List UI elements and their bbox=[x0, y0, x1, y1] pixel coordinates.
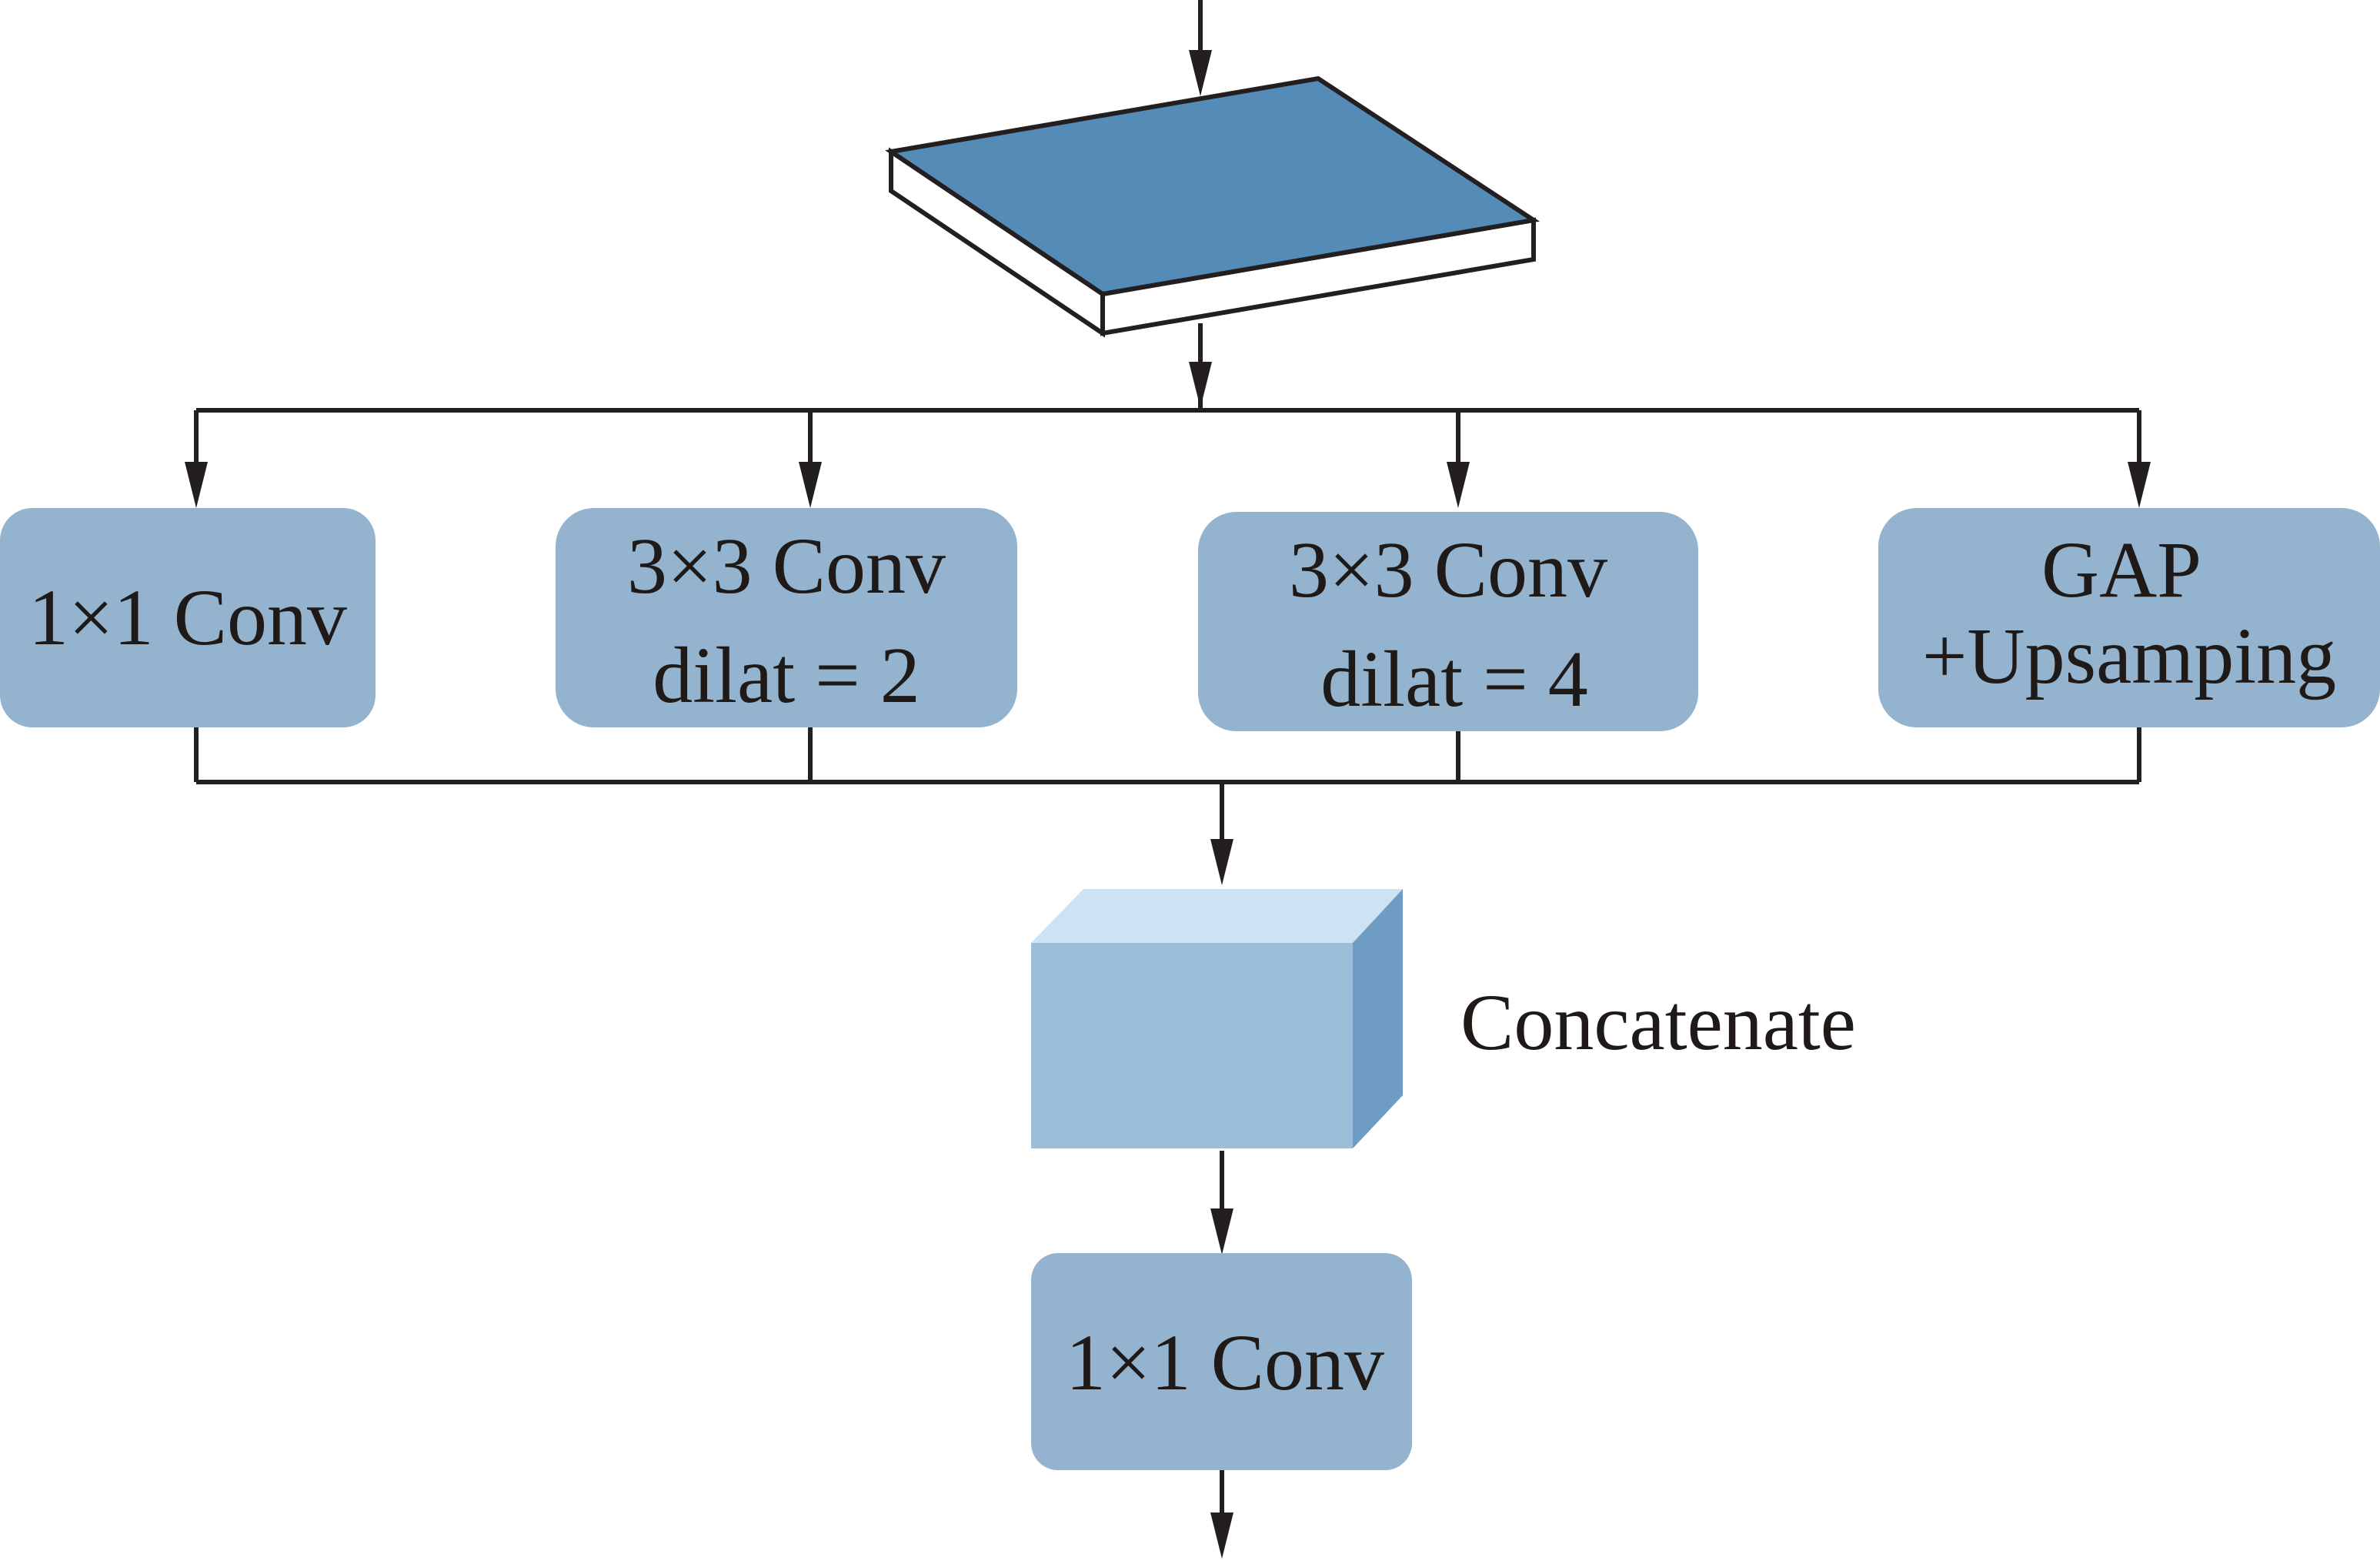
output-arrowhead bbox=[1210, 1513, 1233, 1559]
branch-box bbox=[556, 508, 1017, 727]
branch-1-arrowhead bbox=[185, 462, 208, 508]
branch-3-arrowhead bbox=[1447, 462, 1470, 508]
branch-label-line1: 3×3 Conv bbox=[1289, 526, 1607, 614]
branch-box bbox=[0, 508, 376, 727]
cube-front-face bbox=[1031, 943, 1353, 1148]
branch-box bbox=[1198, 512, 1698, 731]
concat-arrowhead bbox=[1210, 839, 1233, 885]
input-feature-map bbox=[885, 75, 1540, 338]
arrowheads bbox=[185, 50, 2151, 1559]
branch-label-line2: dilat = 2 bbox=[653, 631, 920, 720]
branch-boxes: 1×1 Conv 3×3 Conv dilat = 2 3×3 Conv dil… bbox=[0, 508, 2380, 731]
final-conv-label: 1×1 Conv bbox=[1066, 1319, 1384, 1407]
cube-side-face bbox=[1353, 889, 1403, 1148]
branch-1x1-conv: 1×1 Conv bbox=[0, 508, 376, 727]
branch-4-arrowhead bbox=[2128, 462, 2151, 508]
branch-label-line2: dilat = 4 bbox=[1320, 635, 1588, 724]
slab-output-arrowhead bbox=[1189, 362, 1212, 408]
concatenate-label: Concatenate bbox=[1460, 978, 1856, 1067]
branch-3x3-conv-dilat-4: 3×3 Conv dilat = 4 bbox=[1198, 512, 1698, 731]
branch-label-line2: +Upsamping bbox=[1922, 612, 2336, 700]
branch-gap-upsampling: GAP +Upsamping bbox=[1878, 508, 2380, 727]
concatenate-cube bbox=[1031, 889, 1403, 1148]
branch-label-line1: GAP bbox=[2041, 526, 2201, 614]
final-conv-box bbox=[1031, 1253, 1412, 1470]
final-1x1-conv: 1×1 Conv bbox=[1031, 1253, 1412, 1470]
input-arrowhead bbox=[1189, 50, 1212, 96]
branch-label-line1: 3×3 Conv bbox=[627, 522, 946, 610]
branch-box bbox=[1878, 508, 2380, 727]
branch-label-line1: 1×1 Conv bbox=[28, 573, 347, 662]
slab-top-face bbox=[885, 75, 1540, 297]
connector-lines bbox=[194, 0, 2141, 1524]
branch-3x3-conv-dilat-2: 3×3 Conv dilat = 2 bbox=[556, 508, 1017, 727]
branch-2-arrowhead bbox=[799, 462, 822, 508]
cube-top-face bbox=[1031, 889, 1403, 943]
final-conv-arrowhead bbox=[1210, 1208, 1233, 1255]
